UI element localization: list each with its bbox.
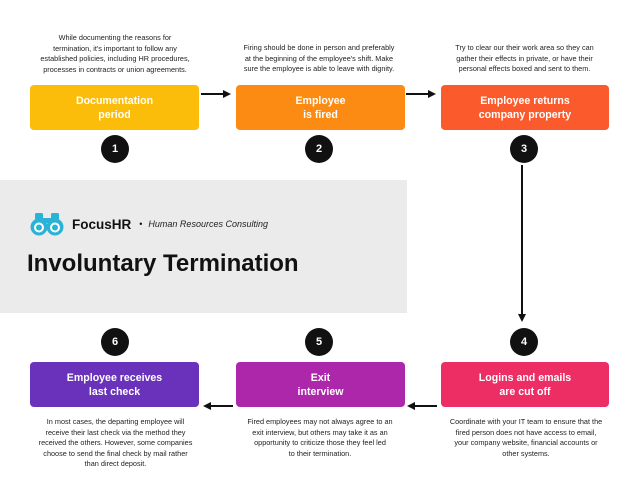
step-4-box: Logins and emails are cut off bbox=[441, 362, 609, 407]
step-2-box: Employee is fired bbox=[236, 85, 405, 130]
step-3-title-line1: Employee returns bbox=[480, 94, 570, 107]
step-2-description: Firing should be done in person and pref… bbox=[243, 43, 395, 74]
brand-name: FocusHR bbox=[72, 216, 132, 232]
step-3-box: Employee returns company property bbox=[441, 85, 609, 130]
step-4-number: 4 bbox=[510, 328, 538, 356]
title-banner bbox=[0, 180, 407, 313]
step-6-number: 6 bbox=[101, 328, 129, 356]
step-5-box: Exit interview bbox=[236, 362, 405, 407]
step-4-description: Coordinate with your IT team to ensure t… bbox=[449, 417, 603, 458]
step-3-description: Try to clear our their work area so they… bbox=[455, 43, 594, 74]
step-6-title-line2: last check bbox=[88, 385, 141, 398]
step-5-title-line1: Exit bbox=[310, 371, 331, 384]
step-5-description: Fired employees may not always agree to … bbox=[247, 417, 393, 458]
page-title: Involuntary Termination bbox=[27, 250, 299, 277]
step-6-box: Employee receives last check bbox=[30, 362, 199, 407]
step-1-box: Documentation period bbox=[30, 85, 199, 130]
brand: FocusHR • Human Resources Consulting bbox=[30, 212, 268, 236]
step-2-number: 2 bbox=[305, 135, 333, 163]
step-3-title-line2: company property bbox=[478, 108, 572, 121]
step-1-title-line1: Documentation bbox=[75, 94, 154, 107]
brand-tagline: Human Resources Consulting bbox=[148, 219, 268, 229]
binoculars-icon bbox=[30, 213, 64, 236]
step-2-title-line2: is fired bbox=[303, 108, 338, 121]
step-4-title-line2: are cut off bbox=[499, 385, 551, 398]
step-6-title-line1: Employee receives bbox=[66, 371, 163, 384]
step-1-number: 1 bbox=[101, 135, 129, 163]
step-1-title-line2: period bbox=[98, 108, 131, 121]
step-6-description: In most cases, the departing employee wi… bbox=[38, 417, 193, 469]
step-2-title-line1: Employee bbox=[295, 94, 346, 107]
step-4-title-line1: Logins and emails bbox=[478, 371, 572, 384]
brand-separator: • bbox=[139, 219, 143, 229]
step-3-number: 3 bbox=[510, 135, 538, 163]
step-5-number: 5 bbox=[305, 328, 333, 356]
step-1-description: While documenting the reasons for termin… bbox=[40, 33, 190, 74]
step-5-title-line2: interview bbox=[297, 385, 344, 398]
